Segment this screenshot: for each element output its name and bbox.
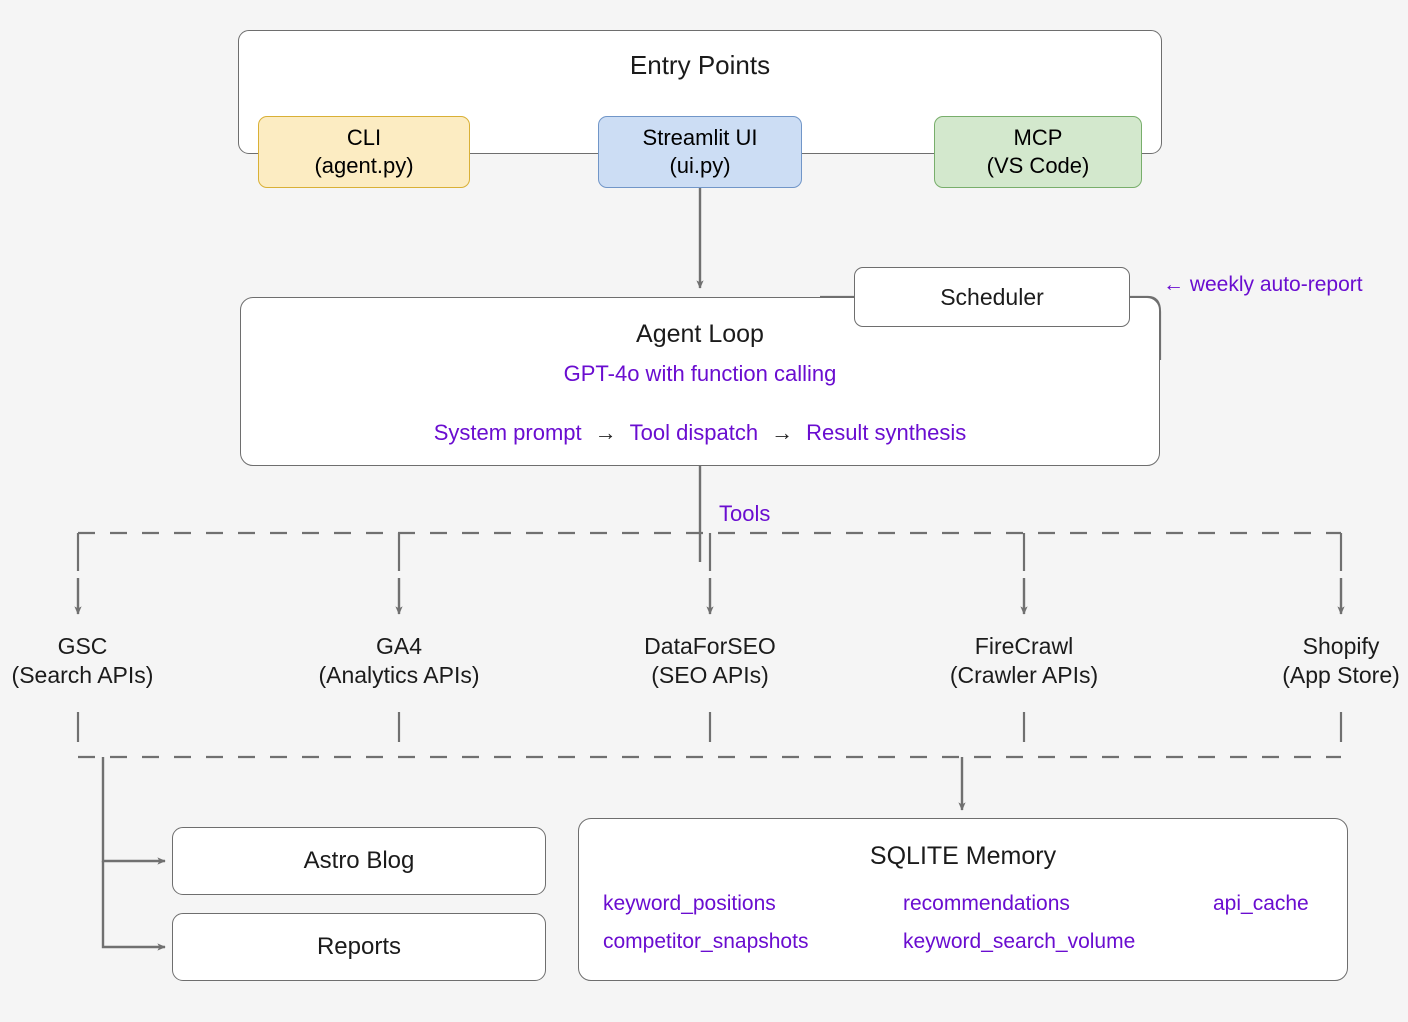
- entry-node-mcp[interactable]: MCP (VS Code): [934, 116, 1142, 188]
- agent-loop-flow: System prompt → Tool dispatch → Result synth…: [432, 420, 969, 447]
- agent-loop-title: Agent Loop: [636, 320, 764, 348]
- tool-node-ga4-name: GA4: [375, 633, 423, 659]
- tool-node-shopify-detail: (App Store): [1282, 662, 1400, 689]
- memory-table-empty-slot: [1213, 929, 1323, 955]
- tool-node-gsc-detail: (Search APIs): [11, 662, 154, 689]
- entry-node-cli[interactable]: CLI (agent.py): [258, 116, 470, 188]
- tool-node-gsc[interactable]: GSC (Search APIs): [0, 632, 165, 691]
- entry-node-cli-name: CLI: [346, 125, 382, 151]
- output-node-reports[interactable]: Reports: [172, 913, 546, 981]
- tool-node-shopify[interactable]: Shopify (App Store): [1231, 632, 1408, 691]
- memory-table-api-cache: api_cache: [1213, 891, 1309, 915]
- scheduler-annotation: ← weekly auto-report: [1163, 273, 1363, 296]
- entry-node-streamlit-ui[interactable]: Streamlit UI (ui.py): [598, 116, 802, 188]
- entry-node-streamlit-ui-name: Streamlit UI: [642, 125, 758, 151]
- agent-loop-subtitle: GPT-4o with function calling: [563, 360, 837, 386]
- agent-flow-step-1: System prompt: [433, 420, 582, 446]
- tool-node-ga4[interactable]: GA4 (Analytics APIs): [279, 632, 519, 691]
- entry-node-mcp-detail: (VS Code): [986, 153, 1090, 178]
- memory-table-recommendations: recommendations: [903, 891, 1070, 915]
- memory-table-keyword-positions: keyword_positions: [603, 891, 776, 915]
- flow-arrow-icon-1: →: [594, 420, 617, 446]
- tool-node-ga4-detail: (Analytics APIs): [318, 662, 480, 689]
- sqlite-memory-node[interactable]: SQLITE Memory keyword_positions recommen…: [578, 818, 1348, 981]
- memory-table-keyword-search-volume: keyword_search_volume: [903, 930, 1136, 954]
- tool-node-firecrawl-name: FireCrawl: [974, 633, 1074, 659]
- tool-node-firecrawl-detail: (Crawler APIs): [949, 662, 1099, 689]
- entry-node-streamlit-ui-detail: (ui.py): [669, 153, 731, 178]
- output-node-astro-blog-label: Astro Blog: [303, 847, 415, 875]
- tool-node-dataforseo-name: DataForSEO: [644, 633, 776, 659]
- flow-arrow-icon-2: →: [771, 420, 794, 446]
- entry-points-title: Entry Points: [629, 50, 771, 80]
- agent-flow-step-2: Tool dispatch: [629, 420, 759, 446]
- tool-node-dataforseo-detail: (SEO APIs): [651, 662, 769, 689]
- output-node-reports-label: Reports: [316, 933, 402, 961]
- memory-table-competitor-snapshots: competitor_snapshots: [603, 930, 809, 954]
- tool-node-gsc-name: GSC: [57, 633, 108, 659]
- output-node-astro-blog[interactable]: Astro Blog: [172, 827, 546, 895]
- scheduler-node[interactable]: Scheduler: [854, 267, 1130, 327]
- sqlite-memory-table-list: keyword_positions recommendations api_ca…: [579, 891, 1347, 955]
- sqlite-memory-title: SQLITE Memory: [869, 842, 1057, 870]
- entry-node-mcp-name: MCP: [1013, 125, 1063, 151]
- scheduler-title: Scheduler: [940, 283, 1044, 310]
- entry-node-cli-detail: (agent.py): [314, 153, 414, 178]
- agent-flow-step-3: Result synthesis: [806, 420, 967, 446]
- tool-node-shopify-name: Shopify: [1302, 633, 1380, 659]
- tool-node-dataforseo[interactable]: DataForSEO (SEO APIs): [590, 632, 830, 691]
- tools-bus-label: Tools: [719, 501, 771, 526]
- tool-node-firecrawl[interactable]: FireCrawl (Crawler APIs): [899, 632, 1149, 691]
